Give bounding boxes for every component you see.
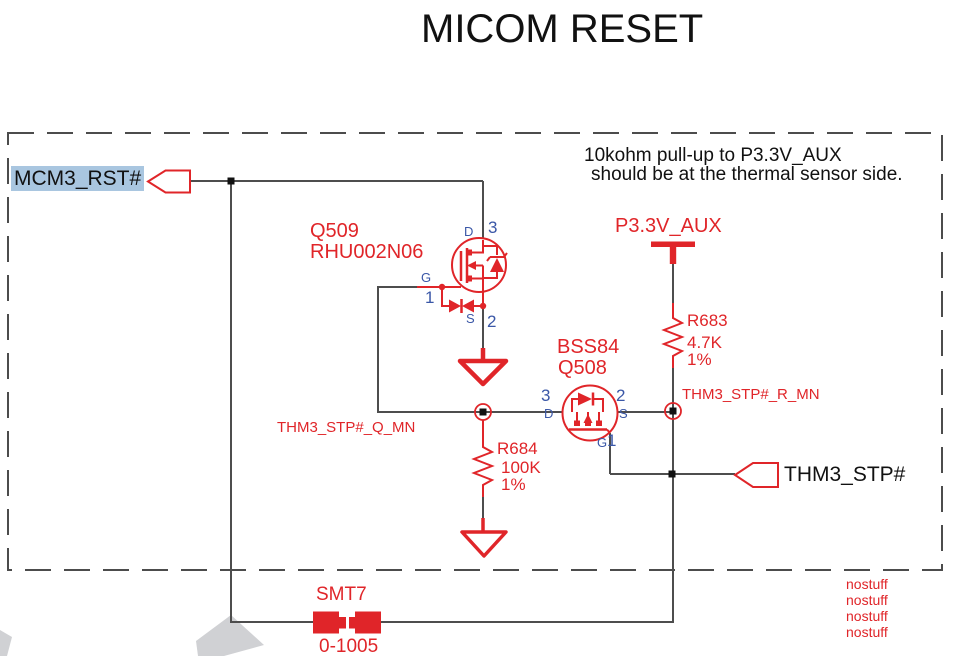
protection-wire-left [441,287,449,307]
protection-diode-right [462,299,474,313]
nostuff-annotation: nostuff [846,624,888,640]
jumper-smt7[interactable] [313,611,381,634]
junction-dot [668,470,676,478]
pin-label-q508-gate: G [597,435,608,450]
transistor-body [451,237,507,293]
watermark-shape [0,630,12,656]
pin-number-q508-2: 2 [616,386,626,405]
transistor-q509[interactable] [417,237,508,313]
part-q509[interactable]: RHU002N06 [310,241,424,263]
nostuff-annotation: nostuff [846,592,888,608]
probe-junction-q-mn [474,403,492,421]
pin-number-q508-3: 3 [541,386,551,405]
note-line2: should be at the thermal sensor side. [591,164,903,185]
net-label-p33v-aux[interactable]: P3.3V_AUX [615,215,722,237]
wires [190,180,735,623]
smt7-right-tab [349,617,356,629]
stub-dot [585,420,591,426]
body-arrow [467,261,476,270]
resistor-r684[interactable] [471,420,495,497]
wire-bottom-right [381,368,674,623]
nostuff-annotation: nostuff [846,608,888,624]
value-smt7[interactable]: 0-1005 [319,636,379,656]
drain-lead [467,240,484,254]
pin-label-q508-drain: D [544,406,554,421]
wire-mcm3-drop [230,181,313,623]
diode-bracket-right [593,398,604,412]
protection-diode-left [449,299,461,313]
pin-number-q509-2: 2 [487,312,497,331]
body-arrow [583,414,593,423]
smt7-left-tab [339,617,346,629]
zener-bracket-bottom [483,272,498,279]
stub-dot [574,420,580,426]
transistor-body [561,384,619,442]
resistor-r683[interactable] [661,303,685,368]
stub-dot [596,420,602,426]
junction-dot [669,407,677,415]
tolerance-r684: 1% [501,475,526,494]
body-diode-triangle [578,392,592,406]
net-connector-mcm3-rst[interactable] [146,169,191,194]
tolerance-r683: 1% [687,350,712,369]
smt7-left-pad [313,611,339,634]
refdes-smt7[interactable]: SMT7 [316,584,367,605]
source-dot [466,275,472,282]
net-label-thm3-stp[interactable]: THM3_STP# [784,463,906,486]
page-title: MICOM RESET [421,7,704,51]
transistor-q508[interactable] [561,384,619,442]
pin-number-q509-1: 1 [425,288,435,307]
zener-bracket-top [483,245,498,255]
smt7-right-pad [355,611,381,634]
net-label-thm3-stp-q-mn[interactable]: THM3_STP#_Q_MN [277,419,416,436]
power-bar [651,241,695,247]
ground-symbol-q509 [457,348,509,387]
note-line1: 10kohm pull-up to P3.3V_AUX [584,145,842,166]
ground-triangle [457,358,509,387]
schematic-border-box [7,132,943,571]
value-r683[interactable]: 4.7K [687,333,722,352]
drain-dot [466,249,472,256]
pin-number-q509-3: 3 [488,218,498,237]
power-symbol-p33v-aux[interactable] [651,241,695,265]
zener-triangle [490,258,504,272]
junction-dot [227,177,235,185]
value-r684[interactable]: 100K [501,458,541,477]
net-label-mcm3-rst[interactable]: MCM3_RST# [11,166,145,191]
pin-number-q508-1: 1 [607,431,617,450]
refdes-r684[interactable]: R684 [497,439,538,458]
probe-circle [474,403,492,421]
pin-label-q509-gate: G [421,270,432,285]
power-stem [669,247,677,264]
refdes-q508[interactable]: Q508 [558,357,607,379]
part-q508[interactable]: BSS84 [557,336,620,358]
junction-dot [479,408,487,416]
pin-label-q509-drain: D [464,224,474,239]
pin-label-q508-source: S [619,406,628,421]
refdes-r683[interactable]: R683 [687,311,728,330]
watermark [0,615,264,656]
ground-symbol-r684 [460,518,508,558]
nostuff-annotation: nostuff [846,576,888,592]
net-label-thm3-stp-r-mn[interactable]: THM3_STP#_R_MN [682,386,820,403]
probe-circle [664,402,682,420]
wire-q509-gate-link [377,286,562,413]
refdes-q509[interactable]: Q509 [310,220,359,242]
watermark-shape [196,615,264,656]
zener-cathode [486,252,508,262]
probe-junction-r-mn [664,402,682,420]
net-connector-thm3-stp[interactable] [733,462,779,488]
gate-lead [606,428,611,434]
diode-bracket-left [571,398,578,412]
ground-triangle [460,530,508,558]
pin-label-q509-source: S [466,311,475,326]
